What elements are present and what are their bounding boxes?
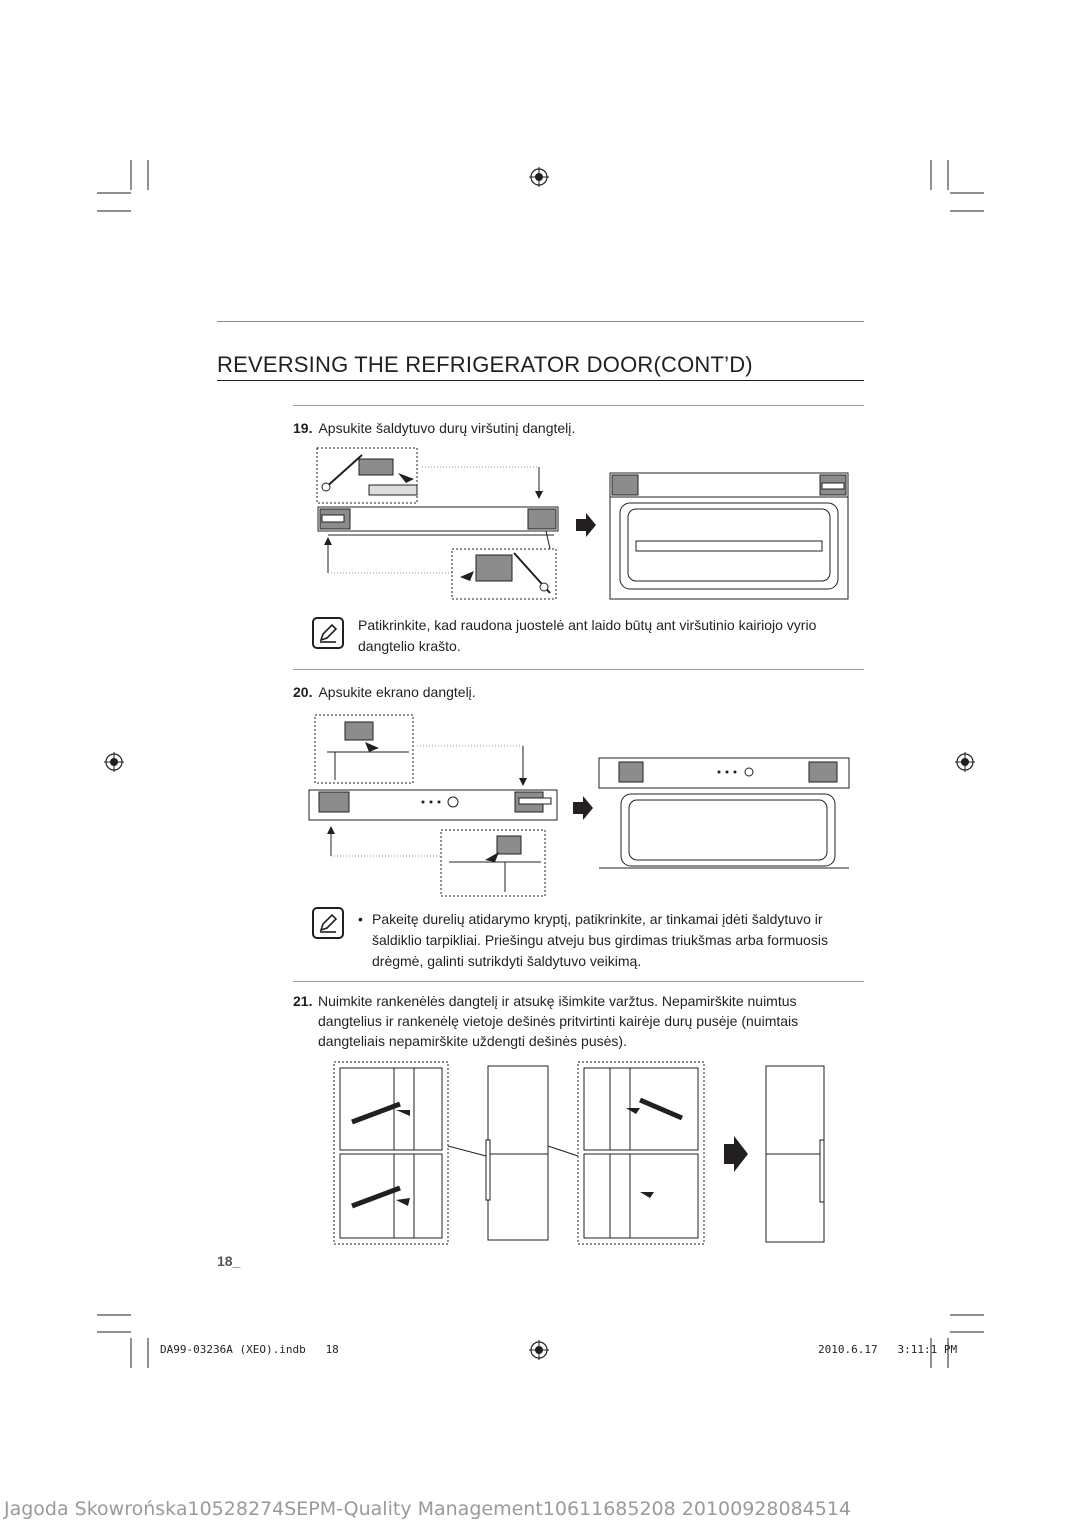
header-top-rule bbox=[217, 321, 864, 322]
page-number: 18_ bbox=[217, 1253, 241, 1269]
footer-file-name: DA99-03236A (XEO).indb 18 bbox=[160, 1343, 339, 1356]
registration-mark-icon bbox=[104, 752, 124, 772]
registration-mark-icon bbox=[529, 1340, 549, 1360]
fridge-result bbox=[765, 1065, 825, 1243]
step-number: 21. bbox=[293, 993, 313, 1009]
figure-display-cover bbox=[308, 714, 850, 897]
step-number: 19. bbox=[293, 420, 313, 436]
step-21: 21. Nuimkite rankenėlės dangtelį ir atsu… bbox=[293, 993, 799, 1049]
note-pencil-icon bbox=[312, 617, 344, 649]
page-title: REVERSING THE REFRIGERATOR DOOR(CONT’D) bbox=[217, 352, 753, 377]
registration-mark-icon bbox=[955, 752, 975, 772]
watermark: Jagoda Skowrońska10528274SEPM-Quality Ma… bbox=[4, 1498, 852, 1520]
figure-handle bbox=[333, 1061, 768, 1245]
note-text: Patikrinkite, kad raudona juostelė ant l… bbox=[358, 617, 817, 654]
note-text: • Pakeitę durelių atidarymo kryptį, pati… bbox=[358, 911, 828, 969]
step-text: Apsukite ekrano dangtelį. bbox=[318, 684, 476, 700]
section-rule bbox=[293, 981, 864, 982]
section-rule bbox=[293, 669, 864, 670]
section-rule bbox=[293, 405, 864, 406]
step-text: Apsukite šaldytuvo durų viršutinį dangte… bbox=[318, 420, 576, 436]
bullet: • bbox=[358, 911, 363, 927]
step-19: 19. Apsukite šaldytuvo durų viršutinį dan… bbox=[293, 418, 575, 438]
registration-mark-icon bbox=[529, 167, 549, 187]
title-underline bbox=[217, 380, 864, 381]
step-20: 20. Apsukite ekrano dangtelį. bbox=[293, 682, 476, 702]
note-pencil-icon bbox=[312, 907, 344, 939]
step-number: 20. bbox=[293, 684, 313, 700]
figure-top-cover bbox=[316, 447, 849, 600]
footer-timestamp: 2010.6.17 3:11:1 PM bbox=[818, 1343, 958, 1356]
